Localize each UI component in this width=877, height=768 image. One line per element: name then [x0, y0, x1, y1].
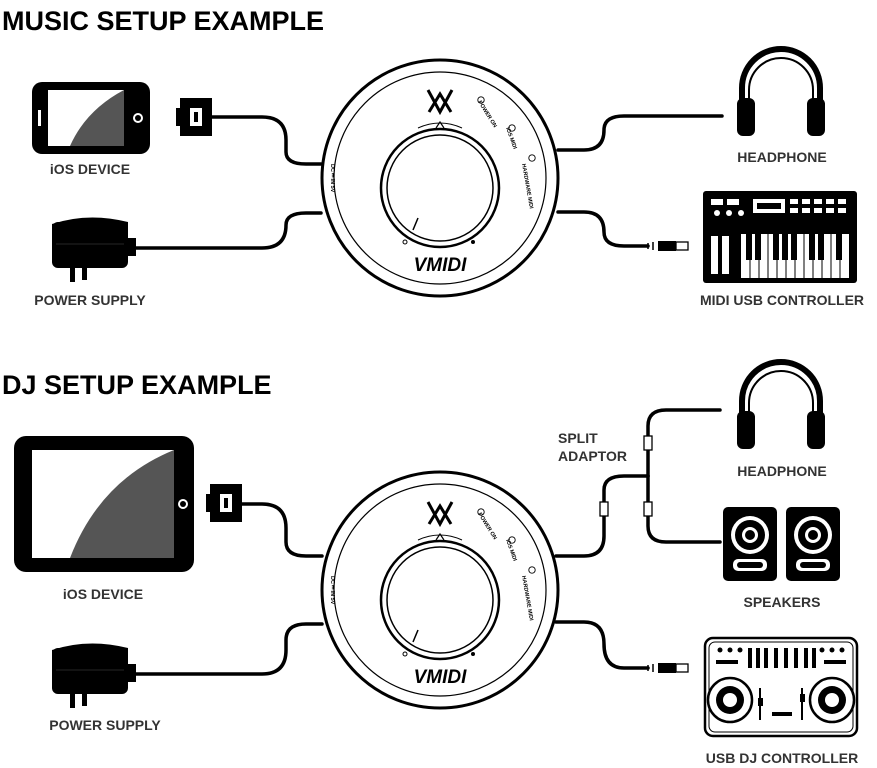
dj-ios-device-label: iOS DEVICE: [63, 586, 143, 602]
ipad-icon: [14, 436, 194, 572]
dj-headphone-label: HEADPHONE: [737, 463, 826, 479]
music-usb-plug-icon: [647, 240, 689, 252]
music-side-port-text: DC ⎓ IN 5V: [329, 164, 335, 193]
midi-keyboard-icon: [703, 191, 857, 283]
dj-side-port-text: DC ⎓ IN 5V: [329, 576, 335, 605]
right-speaker-icon: [786, 507, 840, 581]
dj-usb-cable: [554, 620, 650, 670]
music-hub-brand: VMIDI: [414, 255, 468, 276]
music-section-title: MUSIC SETUP EXAMPLE: [2, 6, 324, 36]
music-power-adapter-icon: [51, 217, 137, 283]
music-headphone-cable: [556, 114, 724, 152]
dj-ios-cable: [240, 502, 324, 558]
left-speaker-icon: [723, 507, 777, 581]
dj-split-headphone-cable: [646, 408, 722, 478]
dj-dock-connector-icon: [206, 484, 242, 522]
music-ios-cable: [210, 115, 323, 166]
music-ios-device-label: iOS DEVICE: [50, 161, 130, 177]
split-jack-top: [643, 435, 653, 451]
dj-split-speaker-cable: [646, 474, 722, 544]
music-midi-controller-label: MIDI USB CONTROLLER: [700, 292, 864, 308]
dj-hub-brand: VMIDI: [414, 667, 468, 688]
dj-usb-controller-label: USB DJ CONTROLLER: [706, 750, 858, 766]
dj-usb-plug-icon: [647, 662, 689, 674]
dj-controller-icon: [703, 636, 859, 738]
split-adaptor-label-line1: SPLIT: [558, 430, 598, 446]
split-jack-bottom: [643, 501, 653, 517]
dj-power-supply-label: POWER SUPPLY: [49, 717, 161, 733]
dj-power-cable: [134, 622, 324, 676]
music-power-cable: [134, 211, 323, 250]
music-headphone-icon: [737, 49, 825, 136]
music-headphone-label: HEADPHONE: [737, 149, 826, 165]
music-dock-connector-icon: [176, 98, 212, 136]
music-usb-cable: [556, 210, 650, 248]
music-power-supply-label: POWER SUPPLY: [34, 292, 146, 308]
dj-section-title: DJ SETUP EXAMPLE: [2, 370, 272, 400]
iphone-icon: [32, 82, 150, 154]
split-jack-main: [599, 501, 609, 517]
dj-speakers-label: SPEAKERS: [743, 594, 820, 610]
split-adaptor-label-line2: ADAPTOR: [558, 448, 627, 464]
dj-power-adapter-icon: [51, 643, 137, 709]
dj-headphone-icon: [737, 362, 825, 449]
